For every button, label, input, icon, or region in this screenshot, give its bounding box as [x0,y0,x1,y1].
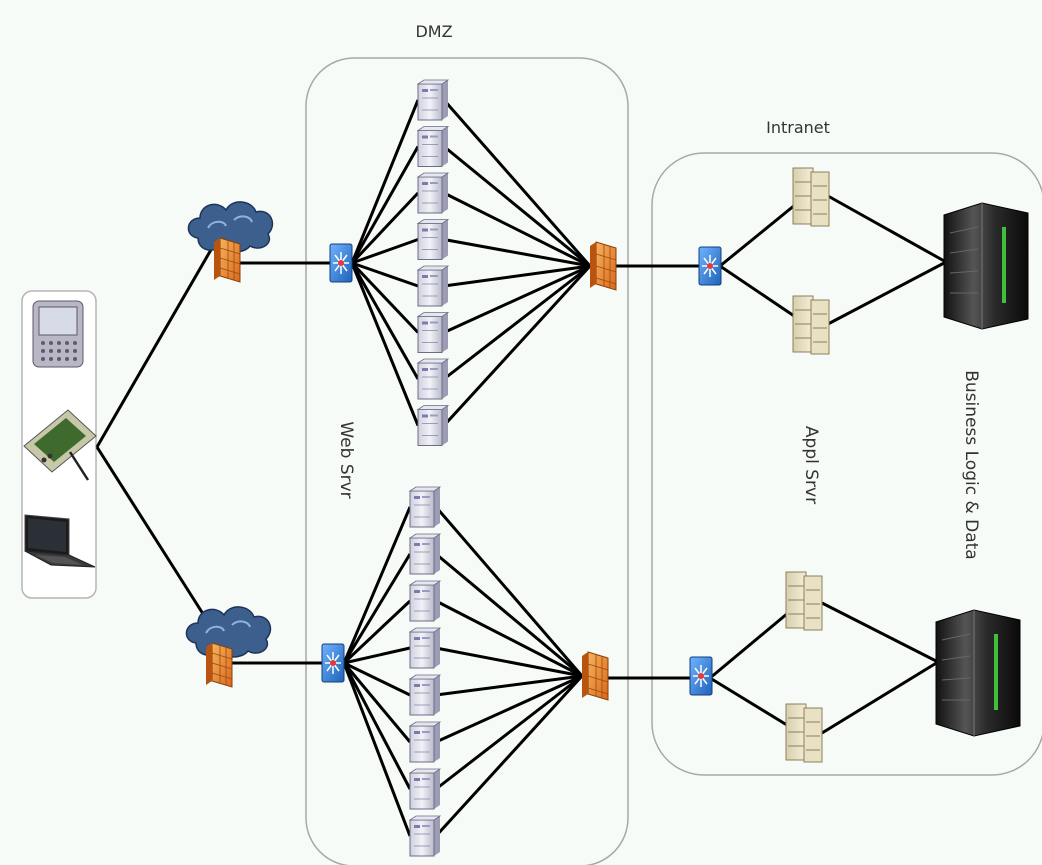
link-switch-to-web-server [343,646,411,665]
link-switch-to-web-server [342,662,412,743]
web-server-icon [408,815,442,857]
app-server-icon [785,703,823,763]
dmz-label: DMZ [415,22,452,41]
link-switch-to-web-server [342,599,412,665]
top-edge-firewall-icon [214,237,241,283]
web-server-icon [408,768,442,810]
link-app-2-to-top-mainframe [827,260,947,326]
link-web-server-to-firewall [443,238,591,268]
bottom-intranet-switch-icon [689,656,713,696]
web-server-icon [408,674,442,716]
link-web-server-to-firewall [435,646,583,678]
top-intranet-switch-icon [698,246,722,286]
top-dmz-firewall-icon [590,241,617,291]
bottom-web-server-fanout [342,506,584,838]
link-switch-to-web-server [342,662,412,790]
bottom-dmz-switch-icon [321,643,345,683]
network-links [95,99,947,838]
link-app-4-to-bottom-mainframe [821,660,939,735]
web-server-icon [416,312,450,353]
pda-tablet-icon [23,409,97,481]
link-switch-to-web-server [350,191,420,265]
link-web-server-to-firewall [443,145,591,268]
link-app-1-to-top-mainframe [827,194,947,264]
link-web-server-to-firewall [443,264,591,288]
business-logic-label: Business Logic & Data [961,370,981,559]
link-switch-to-web-server [350,261,420,334]
laptop-icon [24,514,96,568]
web-servers-label: Web Srvr [336,421,356,498]
link-switch-to-web-server [342,506,412,664]
top-web-server-group [416,79,450,446]
link-web-server-to-firewall [434,674,584,838]
app-server-icon [785,571,823,631]
link-web-server-to-firewall [435,599,583,678]
top-internet-cloud-icon [187,201,274,253]
link-switch-to-web-server [350,262,420,427]
web-server-icon [416,79,450,121]
link-web-server-to-firewall [443,191,591,268]
link-top-switch-to-app-2 [719,264,807,326]
link-clients-to-top-cloud [95,247,214,448]
link-switch-to-web-server [351,261,419,288]
intranet-label: Intranet [766,118,830,137]
bottom-web-server-group [408,486,442,857]
web-server-icon [416,126,450,167]
link-bottom-switch-to-app-2 [709,676,801,735]
web-server-icon [408,533,442,575]
link-web-server-to-firewall [442,99,592,267]
bottom-edge-firewall-icon [206,642,233,688]
app-server-icon [792,167,830,227]
link-bottom-switch-to-app-1 [709,601,801,680]
link-web-server-to-firewall [435,674,583,791]
web-server-icon [408,580,442,622]
link-web-server-to-firewall [442,264,592,427]
bottom-internet-cloud-icon [185,606,272,658]
dmz-zone [305,57,629,865]
link-switch-to-web-server [342,553,412,664]
web-server-icon [408,627,442,669]
link-web-server-to-firewall [435,674,583,697]
web-server-icon [408,721,442,763]
link-web-server-to-firewall [443,264,591,381]
link-switch-to-web-server [342,662,412,837]
link-switch-to-web-server [343,661,411,697]
link-web-server-to-firewall [434,506,584,677]
smartphone-icon [32,300,84,368]
web-server-icon [416,219,450,260]
link-web-server-to-firewall [435,552,583,678]
link-switch-to-web-server [350,262,420,380]
link-web-server-to-firewall [435,674,583,744]
app-servers-label: Appl Srvr [801,426,821,504]
app-server-icon [792,295,830,355]
link-top-switch-to-app-1 [719,194,807,268]
bottom-mainframe-icon [935,609,1021,737]
web-server-icon [408,486,442,528]
link-clients-to-bottom-cloud [95,446,214,629]
web-server-icon [416,358,450,400]
link-web-server-to-firewall [443,264,591,334]
top-dmz-switch-icon [329,243,353,283]
web-server-icon [416,405,450,446]
top-mainframe-icon [943,202,1029,330]
link-switch-to-web-server [351,238,419,265]
intranet-zone [651,152,1042,776]
link-switch-to-web-server [350,99,420,264]
web-server-icon [416,172,450,214]
link-switch-to-web-server [350,145,420,264]
top-web-server-fanout [350,99,592,427]
bottom-dmz-firewall-icon [582,651,609,701]
web-server-icon [416,265,450,307]
link-app-3-to-bottom-mainframe [821,601,939,664]
